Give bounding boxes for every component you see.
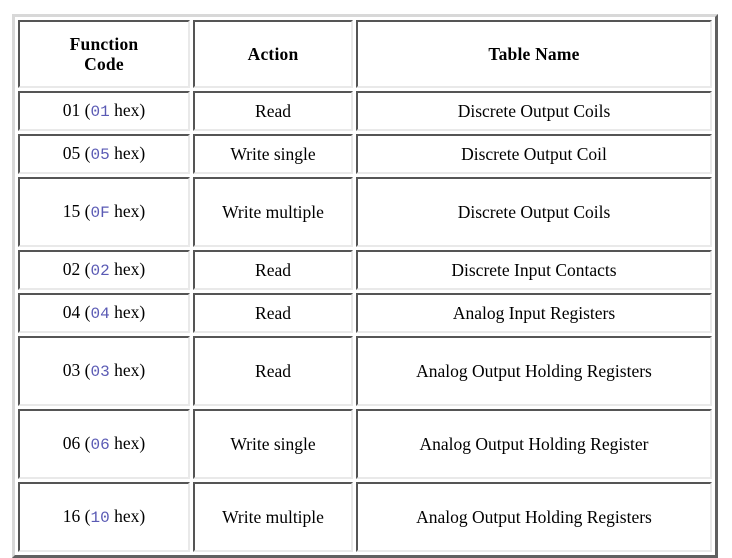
cell-function-code: 04 (04 hex) — [18, 293, 190, 333]
function-code-hex: 10 — [90, 509, 110, 528]
cell-function-code: 01 (01 hex) — [18, 91, 190, 131]
hex-suffix-label: hex — [114, 302, 140, 323]
function-code-decimal: 02 — [62, 259, 81, 280]
paren-open: ( — [80, 143, 91, 164]
column-header-function-code-line1: Function — [69, 33, 139, 54]
function-code-hex: 01 — [90, 103, 110, 122]
paren-open: ( — [80, 506, 91, 527]
function-code-hex: 0F — [90, 204, 110, 223]
cell-action: Read — [193, 91, 353, 131]
cell-function-code: 03 (03 hex) — [18, 336, 190, 406]
cell-action: Read — [193, 293, 353, 333]
function-code-hex: 04 — [90, 305, 110, 324]
function-code-decimal: 15 — [62, 201, 81, 222]
function-code-decimal: 04 — [62, 302, 81, 323]
function-code-hex: 03 — [90, 363, 110, 382]
cell-table-name: Analog Output Holding Register — [356, 409, 712, 479]
hex-suffix-wrap: hex) — [114, 100, 146, 121]
cell-function-code: 06 (06 hex) — [18, 409, 190, 479]
hex-suffix-wrap: hex) — [114, 433, 146, 454]
column-header-action: Action — [193, 20, 353, 88]
cell-action: Write single — [193, 409, 353, 479]
cell-table-name: Discrete Input Contacts — [356, 250, 712, 290]
function-code-decimal: 06 — [62, 433, 81, 454]
hex-suffix-label: hex — [114, 259, 140, 280]
paren-open: ( — [80, 360, 91, 381]
hex-suffix-label: hex — [114, 100, 140, 121]
function-code-decimal: 16 — [62, 506, 81, 527]
function-code-hex: 05 — [90, 146, 110, 165]
cell-table-name: Discrete Output Coils — [356, 91, 712, 131]
cell-action: Write multiple — [193, 482, 353, 552]
hex-suffix-label: hex — [114, 433, 140, 454]
paren-open: ( — [80, 302, 91, 323]
function-code-hex: 06 — [90, 436, 110, 455]
modbus-function-codes-table: Function Code Action Table Name 01 (01 h… — [12, 14, 718, 558]
function-code-table-container: Function Code Action Table Name 01 (01 h… — [12, 14, 718, 558]
cell-function-code: 02 (02 hex) — [18, 250, 190, 290]
function-code-decimal: 03 — [62, 360, 81, 381]
hex-suffix-label: hex — [114, 201, 140, 222]
cell-action: Read — [193, 250, 353, 290]
hex-suffix-label: hex — [114, 506, 140, 527]
cell-action: Read — [193, 336, 353, 406]
function-code-hex: 02 — [90, 262, 110, 281]
hex-suffix-wrap: hex) — [114, 302, 146, 323]
column-header-function-code-line2: Code — [84, 54, 124, 74]
cell-function-code: 05 (05 hex) — [18, 134, 190, 174]
cell-function-code: 16 (10 hex) — [18, 482, 190, 552]
hex-suffix-wrap: hex) — [114, 201, 146, 222]
table-header: Function Code Action Table Name — [18, 20, 712, 88]
paren-open: ( — [80, 201, 91, 222]
hex-suffix-wrap: hex) — [114, 360, 146, 381]
cell-table-name: Discrete Output Coil — [356, 134, 712, 174]
paren-open: ( — [80, 100, 91, 121]
cell-action: Write single — [193, 134, 353, 174]
column-header-table-name: Table Name — [356, 20, 712, 88]
hex-suffix-wrap: hex) — [114, 143, 146, 164]
paren-open: ( — [80, 259, 91, 280]
hex-suffix-label: hex — [114, 143, 140, 164]
cell-table-name: Analog Output Holding Registers — [356, 336, 712, 406]
cell-table-name: Analog Input Registers — [356, 293, 712, 333]
cell-table-name: Analog Output Holding Registers — [356, 482, 712, 552]
hex-suffix-wrap: hex) — [114, 259, 146, 280]
function-code-decimal: 05 — [62, 143, 81, 164]
paren-open: ( — [80, 433, 91, 454]
function-code-decimal: 01 — [62, 100, 81, 121]
hex-suffix-label: hex — [114, 360, 140, 381]
cell-action: Write multiple — [193, 177, 353, 247]
cell-table-name: Discrete Output Coils — [356, 177, 712, 247]
hex-suffix-wrap: hex) — [114, 506, 146, 527]
column-header-function-code: Function Code — [18, 20, 190, 88]
cell-function-code: 15 (0F hex) — [18, 177, 190, 247]
table-header-row: Function Code Action Table Name — [18, 20, 712, 88]
